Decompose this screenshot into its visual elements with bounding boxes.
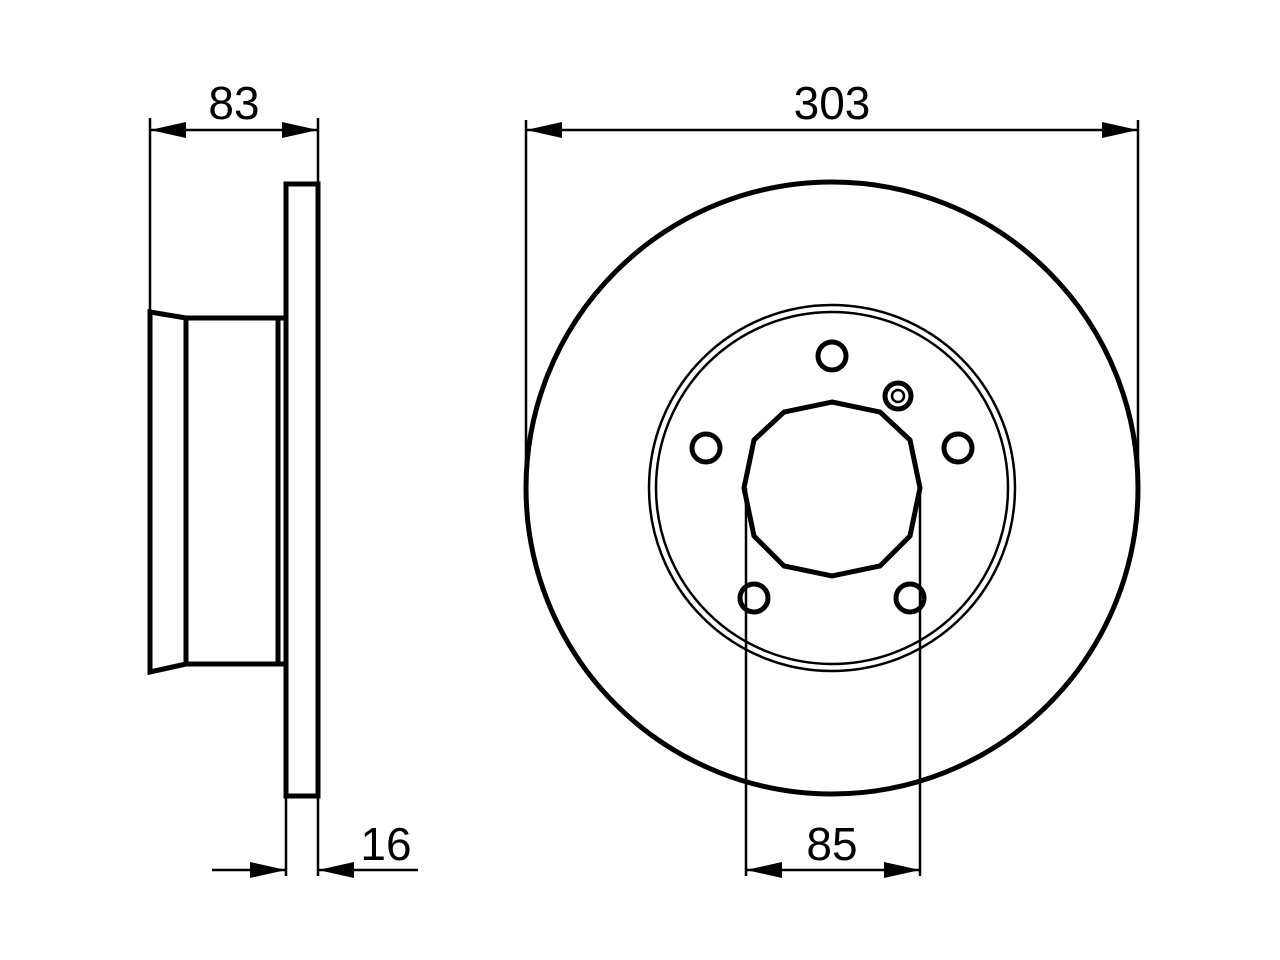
arrowhead — [150, 122, 186, 138]
arrowhead — [282, 122, 318, 138]
bolt-hole-upper-left — [689, 431, 723, 465]
front-view: 303 85 — [523, 77, 1141, 878]
arrowhead — [884, 862, 920, 878]
locating-screw-hole-inner — [890, 388, 906, 404]
disc-thickness-dimension: 16 — [212, 796, 418, 878]
bolt-hole-lower-right — [893, 581, 927, 615]
disc-plate-profile — [283, 181, 321, 799]
hub-hat-profile — [147, 309, 286, 676]
bolt-spacing-dimension: 85 — [744, 488, 922, 878]
arrowhead — [746, 862, 782, 878]
arrowhead — [318, 862, 354, 878]
arrowhead — [1102, 122, 1138, 138]
disc-thickness-label: 16 — [360, 818, 411, 870]
disc-outer-circle — [523, 179, 1141, 797]
hub-height-label: 83 — [208, 77, 259, 129]
center-bore — [741, 399, 923, 579]
hat-outer-circle — [647, 303, 1017, 673]
bolt-hole-upper-right — [941, 431, 975, 465]
side-view: 83 16 — [147, 77, 418, 878]
bolt-spacing-label: 85 — [806, 818, 857, 870]
arrowhead — [526, 122, 562, 138]
arrowhead — [250, 862, 286, 878]
bolt-hole-top — [815, 339, 849, 373]
disc-diameter-label: 303 — [794, 77, 871, 129]
hub-height-dimension: 83 — [148, 77, 320, 312]
bolt-hole-lower-left — [737, 581, 771, 615]
hat-ring-circle — [654, 310, 1010, 666]
locating-screw-hole-outer — [882, 380, 914, 412]
disc-diameter-dimension: 303 — [524, 77, 1140, 488]
